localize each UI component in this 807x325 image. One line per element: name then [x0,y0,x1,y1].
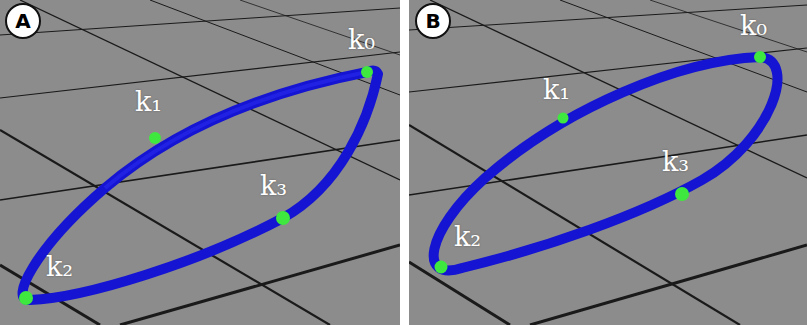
keyframe-label: k₃ [662,148,689,175]
panel-letter-circle: B [415,3,451,39]
keyframe-label: k₀ [740,12,767,39]
panel-letter: A [15,11,30,31]
keyframe-label: k₁ [543,76,570,103]
panel-b [409,0,807,325]
keyframe-label: k₂ [46,253,73,280]
keyframe-label: k₂ [454,223,481,250]
panel-letter-circle: A [5,3,41,39]
keyframe-label: k₁ [135,88,162,115]
keyframe-label: k₀ [348,26,375,53]
keyframe-label: k₃ [260,172,287,199]
panel-a [0,0,400,325]
panel-letter: B [425,11,440,31]
